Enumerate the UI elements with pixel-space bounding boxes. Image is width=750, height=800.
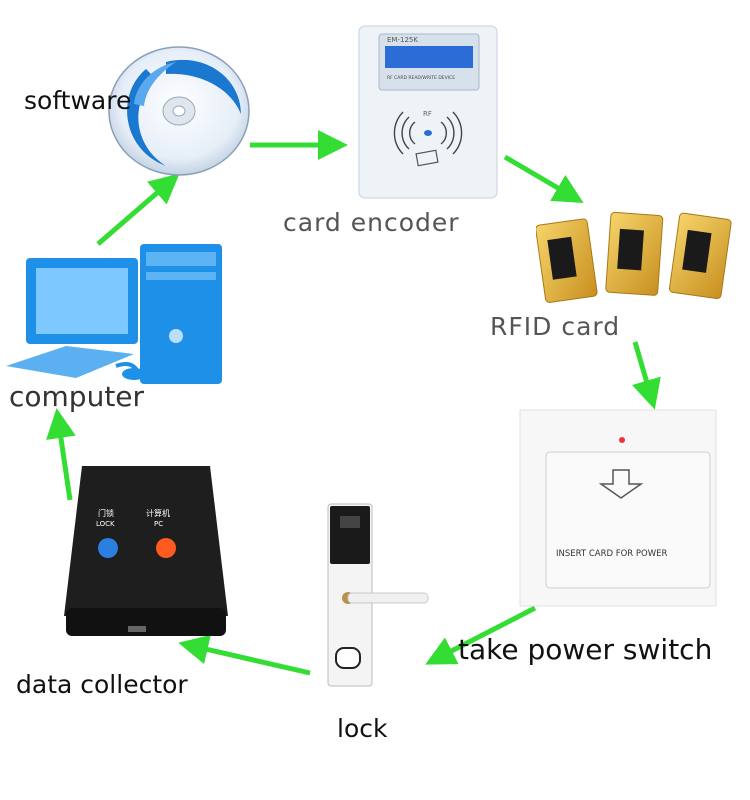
collector-lock-cn: 门锁 [98, 508, 114, 518]
power-switch-text: INSERT CARD FOR POWER [556, 549, 667, 559]
computer-icon [6, 244, 222, 384]
encoder-screen-text: RF CARD READ/WRITE DEVICE [387, 75, 455, 81]
encoder-rf-text: RF [423, 110, 432, 118]
rf-waves-icon [393, 111, 463, 155]
arrow-encoder-to-card [503, 154, 584, 204]
data-collector-label: data collector [16, 670, 188, 699]
lock-button [98, 538, 118, 558]
software-label: software [24, 86, 132, 115]
collector-pc-cn: 计算机 [146, 508, 170, 518]
arrow-card-to-switch [631, 341, 661, 410]
card-encoder-label: card encoder [283, 208, 460, 237]
software-disc-icon [108, 46, 250, 176]
encoder-model-text: EM-125K [387, 36, 418, 44]
take-power-switch-label: take power switch [458, 633, 713, 666]
collector-pc-en: PC [154, 520, 163, 528]
lock-label: lock [337, 714, 388, 743]
collector-lock-en: LOCK [96, 520, 115, 528]
arrow-switch-to-lock [425, 605, 537, 665]
pc-button [156, 538, 176, 558]
arrow-collector-to-computer [46, 408, 76, 501]
computer-label: computer [9, 380, 145, 413]
rfid-card-label: RFID card [490, 312, 621, 341]
arrow-computer-to-software [96, 173, 180, 246]
door-lock-icon [327, 503, 429, 687]
rfid-card-icon [536, 211, 732, 303]
arrow-lock-to-collector [178, 634, 311, 676]
data-collector-icon: 门锁 LOCK 计算机 PC [64, 466, 228, 636]
power-switch-icon: INSERT CARD FOR POWER [519, 409, 717, 607]
card-encoder-icon: EM-125K RF CARD READ/WRITE DEVICE RF [358, 25, 498, 199]
